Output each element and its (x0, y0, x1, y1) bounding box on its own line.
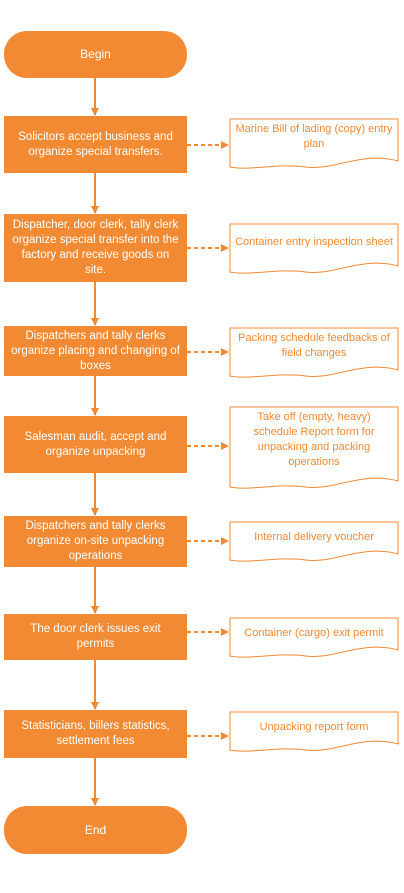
process-step-2: Dispatcher, door clerk, tally clerk orga… (4, 214, 187, 282)
process-step-2-label: Dispatcher, door clerk, tally clerk orga… (12, 219, 179, 276)
start-label: Begin (80, 47, 111, 61)
process-step-3-label: Dispatchers and tally clerks organize pl… (11, 329, 180, 372)
process-step-5: Dispatchers and tally clerks organize on… (4, 516, 187, 567)
process-step-4: Salesman audit, accept and organize unpa… (4, 416, 187, 473)
document-6-label: Container (cargo) exit permit (244, 626, 384, 639)
end-label: End (84, 822, 107, 837)
process-step-3: Dispatchers and tally clerks organize pl… (4, 326, 187, 376)
process-step-6-label: The door clerk issues exit permits (30, 623, 161, 650)
document-shape-7 (229, 711, 399, 752)
process-step-7-label: Statisticians, billers statistics, settl… (21, 720, 170, 747)
document-shape-6 (229, 617, 399, 658)
process-step-1: Solicitors accept business and organize … (4, 116, 187, 173)
document-shape-4 (229, 406, 399, 489)
document-2-label: Container entry inspection sheet (235, 235, 393, 248)
process-step-7: Statisticians, billers statistics, settl… (4, 710, 187, 758)
document-5-label: Internal delivery voucher (254, 530, 374, 543)
document-3-label: Packing schedule feedbacks of field chan… (238, 332, 390, 359)
document-7-label: Unpacking report form (259, 720, 369, 733)
process-step-1-label: Solicitors accept business and organize … (18, 130, 173, 158)
end-terminal: End (4, 806, 187, 854)
document-shape-1 (229, 118, 399, 169)
document-shape-5 (229, 521, 399, 562)
process-step-4-label: Salesman audit, accept and organize unpa… (24, 430, 167, 458)
process-step-6: The door clerk issues exit permits (4, 614, 187, 660)
document-1-label: Marine Bill of lading (copy) entry plan (235, 123, 393, 150)
document-4-label: Take off (empty, heavy) schedule Report … (253, 411, 375, 468)
document-shape-3 (229, 327, 399, 378)
process-step-5-label: Dispatchers and tally clerks organize on… (25, 520, 166, 562)
document-shape-2 (229, 223, 399, 274)
start-terminal: Begin (4, 31, 187, 78)
